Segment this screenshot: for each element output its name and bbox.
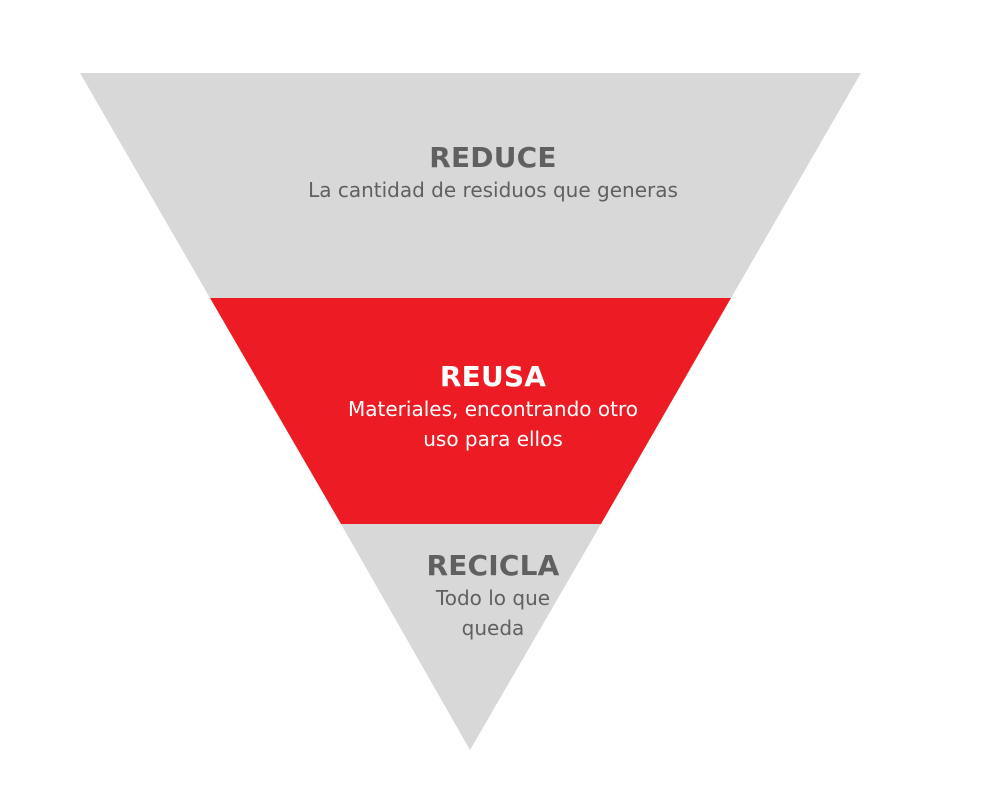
reusa-title: REUSA (439, 360, 547, 393)
reduce-tier (80, 73, 861, 298)
reusa-description: Materiales, encontrando otro uso para el… (348, 397, 638, 451)
reusa-tier-text: REUSA Materiales, encontrando otro uso p… (0, 360, 986, 454)
reduce-tier-text: REDUCE La cantidad de residuos que gener… (0, 141, 986, 205)
recicla-tier (341, 524, 601, 750)
reusa-tier (210, 298, 731, 524)
recicla-title: RECICLA (426, 549, 560, 582)
recicla-tier-text: RECICLA Todo lo que queda (0, 549, 986, 643)
recicla-description: Todo lo que queda (435, 586, 551, 640)
reduce-title: REDUCE (429, 141, 557, 174)
reduce-description: La cantidad de residuos que generas (308, 178, 678, 202)
